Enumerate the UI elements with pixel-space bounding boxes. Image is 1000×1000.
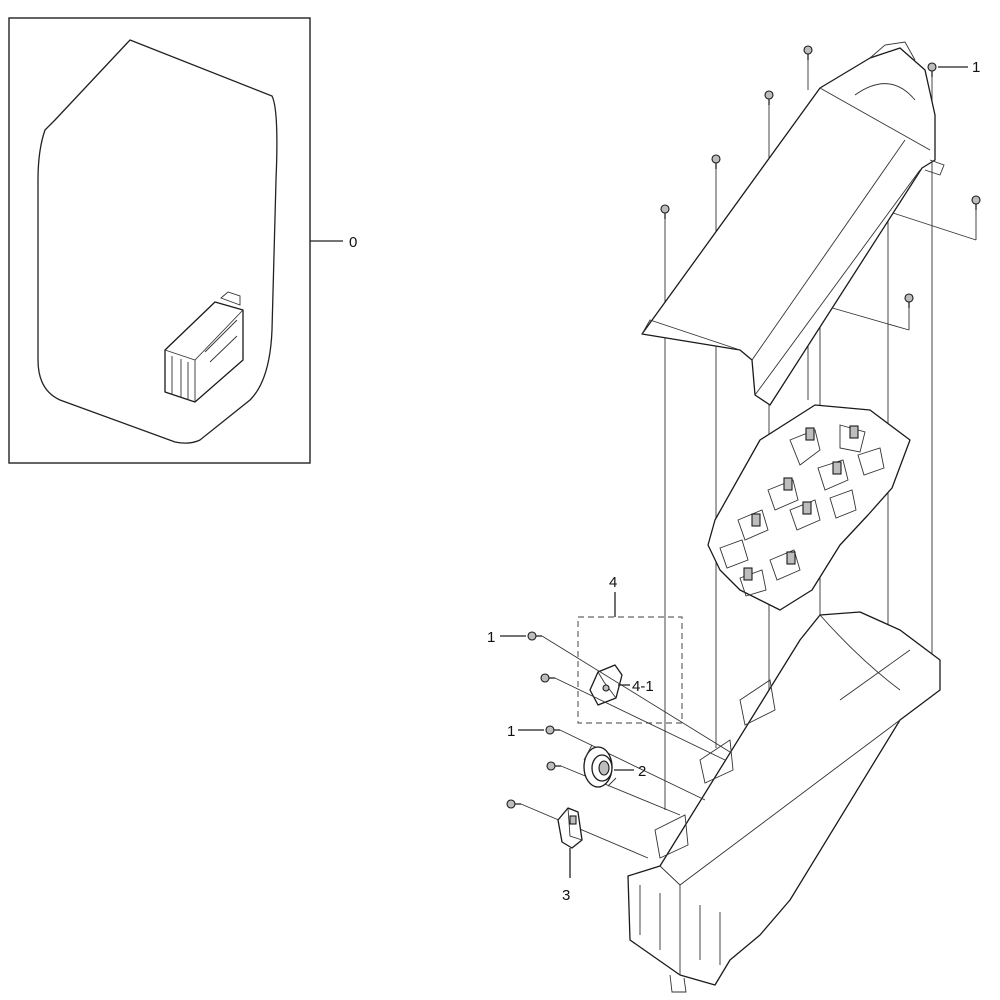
screw-icon xyxy=(803,45,813,60)
screw-icon xyxy=(764,90,774,105)
screw-icon xyxy=(546,761,561,771)
sensor-group: 4 4-1 1 xyxy=(487,574,731,761)
exploded-view: 1 xyxy=(487,41,981,993)
callout-2: 2 xyxy=(638,763,646,780)
screw-icon xyxy=(971,195,981,210)
screw-icon xyxy=(506,799,521,809)
callout-3: 3 xyxy=(562,887,570,904)
coil-terminals xyxy=(743,425,859,581)
heater-housing xyxy=(627,611,941,993)
thermostat-icon xyxy=(583,744,617,788)
top-cover-screws xyxy=(660,45,981,308)
screw-icon xyxy=(904,293,914,308)
thermostat-assembly: 1 2 xyxy=(507,723,706,816)
bracket-icon xyxy=(557,807,583,849)
screw-icon xyxy=(540,673,555,683)
sensor-bracket-icon xyxy=(589,664,623,706)
fuse-bracket-assembly: 3 xyxy=(506,799,649,904)
callout-1-top: 1 xyxy=(972,59,980,76)
callout-4-1: 4-1 xyxy=(632,678,654,695)
sensor-group-dashed-box xyxy=(577,616,683,724)
screw-icon xyxy=(660,204,670,219)
heater-assembly-miniature xyxy=(164,291,244,403)
assembly-overview-panel: 0 xyxy=(8,17,357,464)
callout-1-left-a: 1 xyxy=(487,629,495,646)
callout-0: 0 xyxy=(349,234,357,251)
screw-icon xyxy=(711,154,721,169)
screw-icon xyxy=(545,725,560,735)
dryer-cabinet-outline xyxy=(37,39,278,444)
callout-1-left-b: 1 xyxy=(507,723,515,740)
heater-top-cover xyxy=(641,41,945,406)
callout-4: 4 xyxy=(609,574,617,591)
screw-icon xyxy=(527,631,542,641)
heater-coil-plate xyxy=(707,404,911,611)
screw-icon xyxy=(927,62,937,77)
overview-frame xyxy=(8,17,311,464)
